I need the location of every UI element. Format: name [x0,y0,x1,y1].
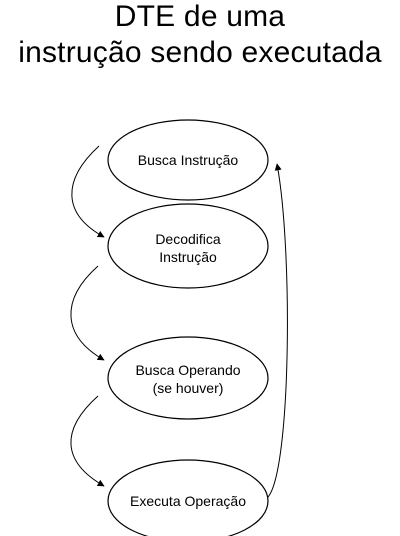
title-line-1: DTE de uma [114,0,286,33]
state-operand-label-2: (se houver) [153,380,224,396]
state-execute-label: Executa Operação [130,493,246,509]
state-decode-label-2: Instrução [159,249,217,265]
state-fetch-ellipse [107,119,269,201]
state-operand-label-1: Busca Operando [135,362,240,378]
transition-operand-to-execute [70,395,105,487]
transition-fetch-to-decode [71,145,105,238]
state-fetch-label: Busca Instrução [138,152,239,168]
state-decode-ellipse [107,203,269,289]
state-execute-ellipse [107,459,269,536]
transition-decode-to-operand [70,265,105,361]
title-line-2: instrução sendo executada [18,36,382,69]
state-operand-ellipse [107,336,269,420]
transition-execute-to-fetch [267,163,288,498]
state-decode-label-1: Decodifica [155,231,221,247]
